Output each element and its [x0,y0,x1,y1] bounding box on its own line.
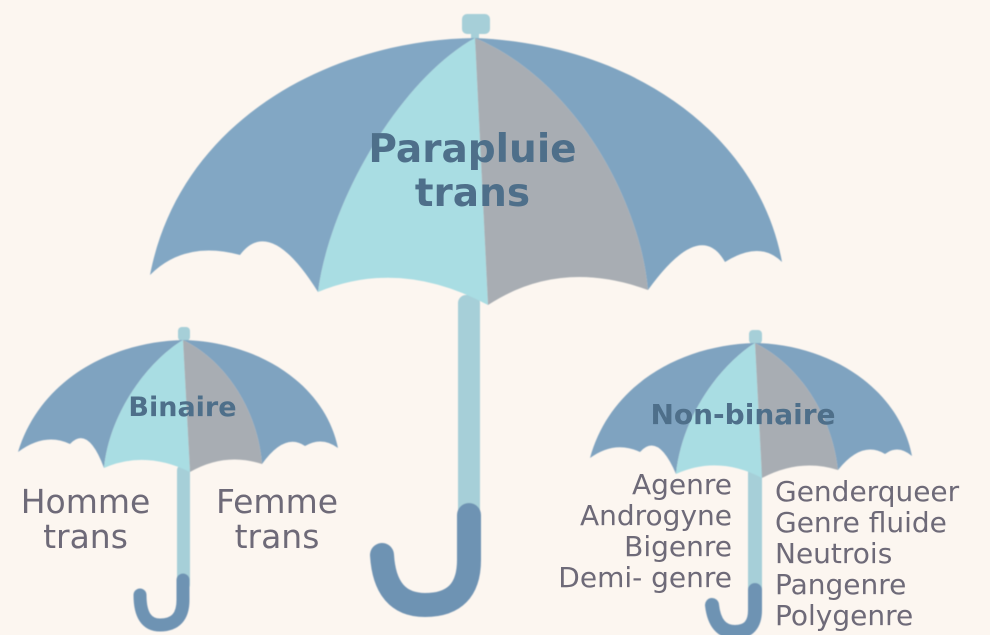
femme-trans-label: Femme trans [202,484,352,554]
term-neutrois: Neutrois [775,538,987,569]
term-agenre: Agenre [520,469,732,500]
non-binaire-right-terms: Genderqueer Genre fluide Neutrois Pangen… [775,476,987,631]
non-binaire-umbrella-hook [712,590,755,632]
term-genderqueer: Genderqueer [775,476,987,507]
term-androgyne: Androgyne [520,500,732,531]
binaire-umbrella-hook [140,580,183,625]
term-bigenre: Bigenre [520,531,732,562]
term-pangenre: Pangenre [775,569,987,600]
term-demi-genre: Demi- genre [520,562,732,593]
femme-trans-line-1: Femme [202,484,352,519]
main-umbrella-hook [382,515,469,605]
non-binaire-umbrella-tip [749,330,762,344]
main-title-line-2: trans [355,172,590,216]
homme-trans-line-2: trans [8,519,163,554]
femme-trans-line-2: trans [202,519,352,554]
main-umbrella-title: Parapluie trans [355,128,590,216]
non-binaire-title: Non-binaire [628,401,858,429]
binaire-title: Binaire [115,394,250,421]
binaire-umbrella-tip [178,327,190,341]
homme-trans-line-1: Homme [8,484,163,519]
term-genre-fluide: Genre fluide [775,507,987,538]
homme-trans-label: Homme trans [8,484,163,554]
non-binaire-left-terms: Agenre Androgyne Bigenre Demi- genre [520,469,732,593]
binaire-umbrella-shaft [177,465,190,590]
binaire-umbrella [18,327,338,625]
term-polygenre: Polygenre [775,600,987,631]
main-title-line-1: Parapluie [355,128,590,172]
main-umbrella-shaft [458,295,480,525]
